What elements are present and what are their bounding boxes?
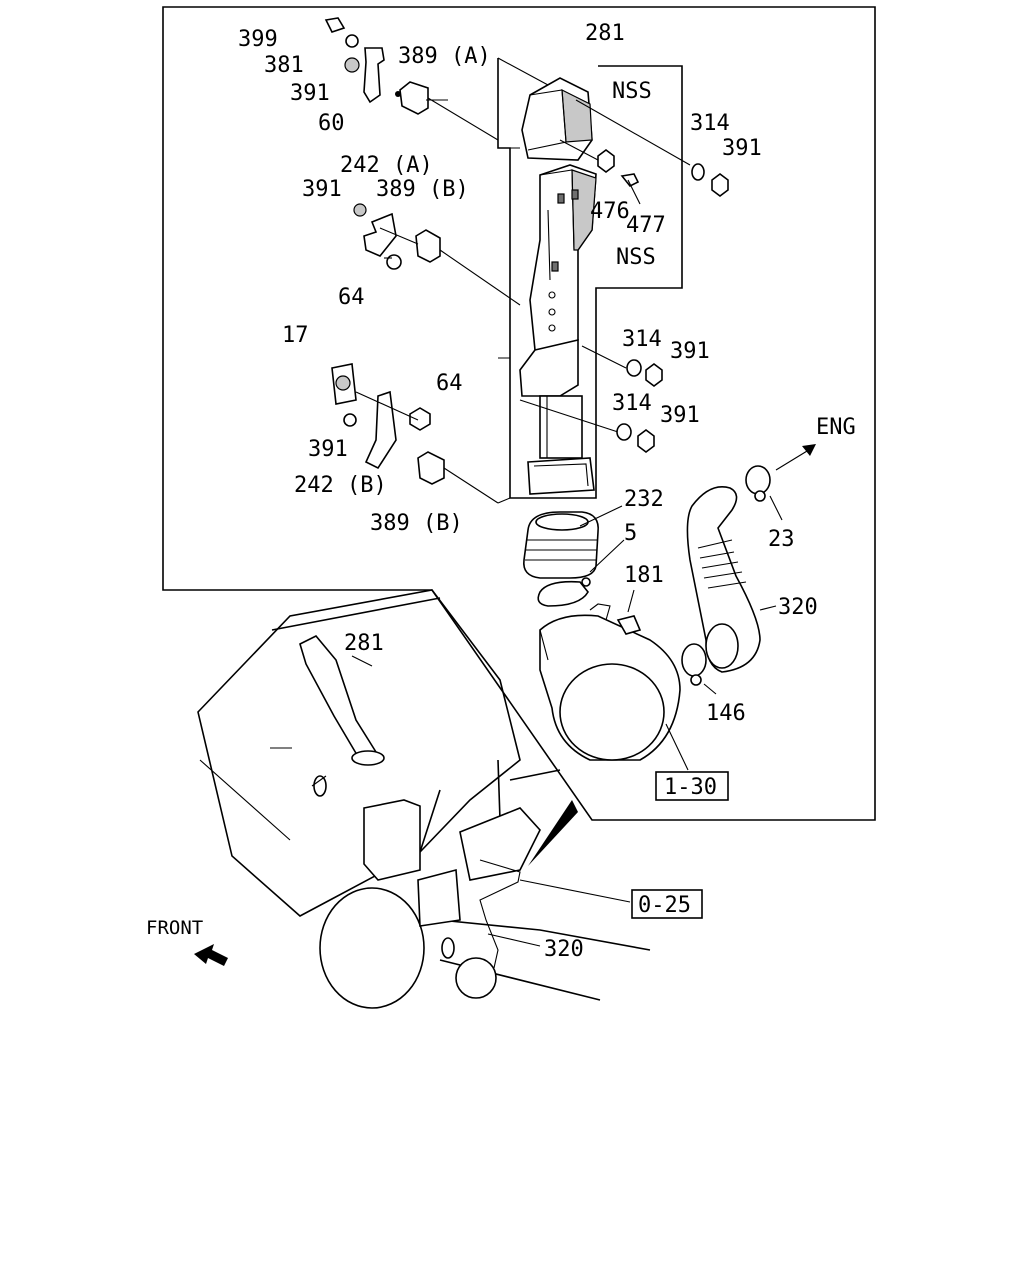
arrow-left-solid-icon (194, 944, 228, 966)
fasteners-right (597, 149, 729, 453)
label-ref-0-25: 0-25 (638, 893, 691, 918)
label-391-c: 391 (302, 177, 342, 202)
leader-lines-lower (579, 495, 783, 771)
label-389b-top: 389 (B) (376, 177, 469, 202)
label-381: 381 (264, 53, 304, 78)
label-64-a: 64 (338, 285, 365, 310)
leader-389b-lower (355, 345, 627, 504)
label-23: 23 (768, 527, 795, 552)
label-nss-mid: NSS (616, 245, 656, 270)
ref-box-0-25 (631, 889, 703, 919)
label-389a: 389 (A) (398, 44, 491, 69)
ref-box-1-30 (655, 771, 729, 801)
intake-duct-281 (519, 77, 597, 495)
label-60: 60 (318, 111, 345, 136)
label-320-a: 320 (778, 595, 818, 620)
gasket-232 (523, 511, 599, 579)
bracket-60-group (324, 17, 429, 115)
leader-overview (351, 655, 631, 947)
detail-frame (162, 6, 876, 821)
label-64-b: 64 (436, 371, 463, 396)
label-242a: 242 (A) (340, 153, 433, 178)
label-146: 146 (706, 701, 746, 726)
leader-389b-upper (379, 227, 521, 306)
clamp-5 (537, 577, 591, 607)
label-181: 181 (624, 563, 664, 588)
label-391-e: 391 (660, 403, 700, 428)
label-391-d: 391 (670, 339, 710, 364)
label-ref-1-30: 1-30 (664, 775, 717, 800)
hose-320 (681, 465, 771, 686)
label-477: 477 (626, 213, 666, 238)
label-389b-bot: 389 (B) (370, 511, 463, 536)
label-399: 399 (238, 27, 278, 52)
bracket-242b-group (331, 363, 445, 485)
overview-cutout-arrow (528, 800, 578, 866)
label-front: FRONT (146, 917, 203, 939)
label-314-b: 314 (622, 327, 662, 352)
leader-frame-lines (497, 57, 549, 504)
label-476: 476 (590, 199, 630, 224)
truck-overview (197, 589, 651, 1009)
label-391-b: 391 (722, 136, 762, 161)
label-eng: ENG (816, 415, 856, 440)
air-cleaner (539, 603, 681, 761)
label-17: 17 (282, 323, 309, 348)
label-391-a: 391 (290, 81, 330, 106)
label-314-c: 314 (612, 391, 652, 416)
leader-389a (426, 97, 499, 141)
label-232: 232 (624, 487, 664, 512)
eng-arrow (775, 447, 813, 471)
label-242b: 242 (B) (294, 473, 387, 498)
label-nss-top: NSS (612, 79, 652, 104)
label-5: 5 (624, 521, 637, 546)
label-314-a: 314 (690, 111, 730, 136)
label-281-bot: 281 (344, 631, 384, 656)
label-391-f: 391 (308, 437, 348, 462)
leader-nss-314 (559, 99, 691, 166)
bracket-242a-group (353, 203, 441, 270)
label-281-top: 281 (585, 21, 625, 46)
arrow-up-right-icon (802, 444, 816, 456)
label-320-b: 320 (544, 937, 584, 962)
